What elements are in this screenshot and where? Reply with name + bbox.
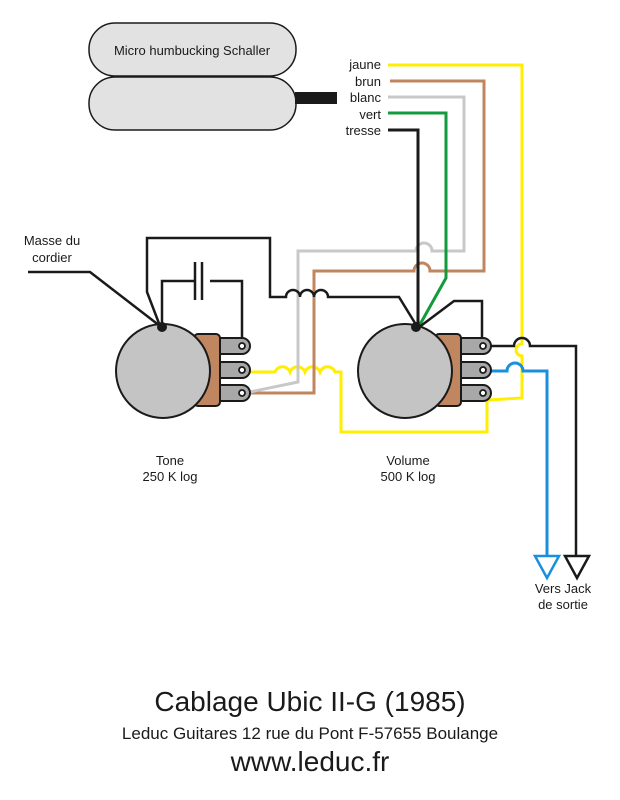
wire-labels: jaune brun blanc vert tresse	[346, 57, 382, 138]
volume-pot	[357, 322, 492, 419]
output-label-line2: de sortie	[538, 597, 588, 612]
tone-solder-point	[157, 322, 167, 332]
pickup-coil-bottom	[88, 76, 297, 131]
tone-pot-body	[115, 323, 211, 419]
tone-value: 250 K log	[143, 469, 198, 484]
pickup-label: Micro humbucking Schaller	[114, 43, 271, 58]
capacitor	[193, 262, 204, 300]
wire-label-jaune: jaune	[348, 57, 381, 72]
volume-value: 500 K log	[381, 469, 436, 484]
volume-label: Volume	[386, 453, 429, 468]
output-ground-arrow-icon	[562, 554, 592, 581]
volume-lug-1	[460, 337, 492, 355]
wire-volume-lug1	[417, 299, 484, 346]
pickup-cable	[295, 92, 337, 104]
tone-lug-1	[219, 337, 251, 355]
tone-pot	[115, 322, 251, 419]
wire-output-hot	[483, 361, 549, 556]
volume-solder-point	[411, 322, 421, 332]
tone-lug-2	[219, 361, 251, 379]
wire-jaune	[245, 63, 524, 434]
wire-label-blanc: blanc	[350, 90, 382, 105]
tone-lug-3	[219, 384, 251, 402]
wire-label-vert: vert	[359, 107, 381, 122]
ground-label-line2: cordier	[32, 250, 72, 265]
wire-output-ground	[483, 336, 578, 556]
output-hot-arrow-icon	[532, 554, 562, 581]
tone-label: Tone	[156, 453, 184, 468]
website-link[interactable]: www.leduc.fr	[230, 746, 390, 777]
output-label-line1: Vers Jack	[535, 581, 592, 596]
wire-vert	[388, 111, 448, 329]
volume-pot-body	[357, 323, 453, 419]
wire-tresse	[388, 128, 420, 328]
company-address: Leduc Guitares 12 rue du Pont F-57655 Bo…	[121, 724, 499, 743]
ground-label-line1: Masse du	[24, 233, 80, 248]
wire-blanc	[244, 95, 466, 395]
wire-ground-loop	[145, 236, 420, 329]
diagram-title: Cablage Ubic II-G (1985)	[154, 686, 466, 717]
wire-label-brun: brun	[355, 74, 381, 89]
wire-tone-cap-right	[160, 279, 244, 346]
wire-masse-cordier	[28, 270, 161, 327]
wire-label-tresse: tresse	[346, 123, 381, 138]
volume-lug-2	[460, 361, 492, 379]
pickup-coil-top	[88, 22, 297, 77]
volume-lug-3	[460, 384, 492, 402]
humbucker-pickup: Micro humbucking Schaller	[88, 22, 337, 131]
wire-brun	[243, 79, 486, 395]
